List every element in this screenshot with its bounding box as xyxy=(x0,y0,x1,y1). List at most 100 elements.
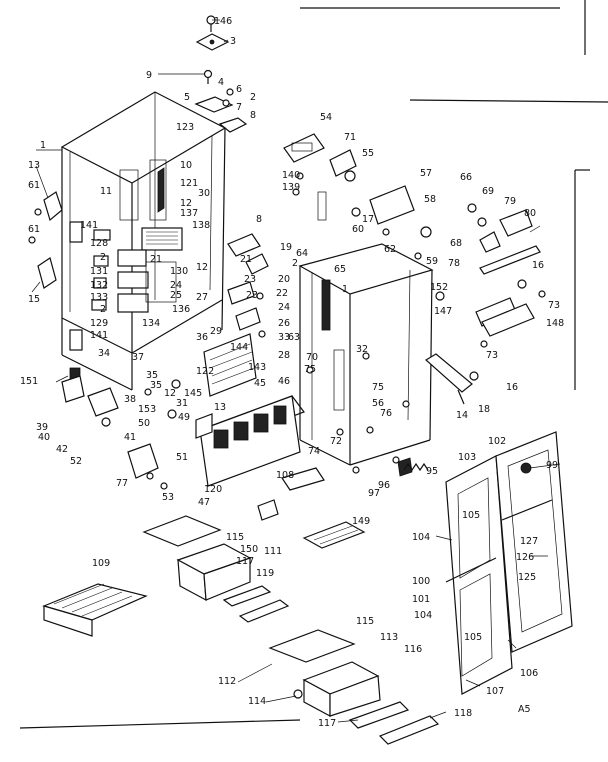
callout-label: 131 xyxy=(90,266,108,277)
callout-label: 2 xyxy=(292,258,298,269)
callout-label: 66 xyxy=(460,172,472,183)
callout-label: 73 xyxy=(548,300,560,311)
callout-label: 22 xyxy=(276,288,288,299)
callout-label: 62 xyxy=(384,244,396,255)
callout-label: 121 xyxy=(180,178,198,189)
callout-label: 132 xyxy=(90,280,108,291)
callout-label: 16 xyxy=(506,382,518,393)
door-gasket-assembly xyxy=(445,431,573,695)
callout-label: 18 xyxy=(478,404,490,415)
callout-label: 2 xyxy=(250,92,256,103)
callout-label: 61 xyxy=(28,180,40,191)
callout-label: 148 xyxy=(546,318,564,329)
top-hardware xyxy=(194,15,248,133)
callout-label: 153 xyxy=(138,404,156,415)
callout-label: 10 xyxy=(180,160,192,171)
callout-label: 106 xyxy=(520,668,538,679)
control-housing-parts xyxy=(435,203,546,348)
callout-label: 46 xyxy=(278,376,290,387)
callout-label: 54 xyxy=(320,112,332,123)
callout-label: 71 xyxy=(344,132,356,143)
callout-label: 52 xyxy=(70,456,82,467)
callout-label: 134 xyxy=(142,318,160,329)
callout-label: 35 xyxy=(150,380,162,391)
leader-lines xyxy=(31,19,561,723)
callout-label: 79 xyxy=(504,196,516,207)
callout-label: 50 xyxy=(138,418,150,429)
callout-label: 11 xyxy=(100,186,112,197)
callout-label: 95 xyxy=(426,466,438,477)
callout-label: 19 xyxy=(280,242,292,253)
callout-label: 127 xyxy=(520,536,538,547)
callout-label: 141 xyxy=(90,330,108,341)
callout-label: 150 xyxy=(240,544,258,555)
callout-label: 30 xyxy=(198,188,210,199)
callout-label: 72 xyxy=(330,436,342,447)
callout-label: 111 xyxy=(264,546,282,557)
callout-label: 2 xyxy=(100,252,106,263)
callout-label: 99 xyxy=(546,460,558,471)
callout-label: 97 xyxy=(368,488,380,499)
callout-label: 75 xyxy=(372,382,384,393)
callout-label: 126 xyxy=(516,552,534,563)
callout-label: 101 xyxy=(412,594,430,605)
callout-label: 24 xyxy=(170,280,182,291)
callout-label: 57 xyxy=(420,168,432,179)
callout-label: 103 xyxy=(458,452,476,463)
callout-label: 25 xyxy=(170,290,182,301)
callout-label: 105 xyxy=(462,510,480,521)
callout-label: 118 xyxy=(454,708,472,719)
callout-label: 147 xyxy=(434,306,452,317)
callout-label: 104 xyxy=(412,532,430,543)
callout-label: 56 xyxy=(372,398,384,409)
callout-label: 8 xyxy=(250,110,256,121)
callout-label: 149 xyxy=(352,516,370,527)
callout-label: 122 xyxy=(196,366,214,377)
callout-label: 5 xyxy=(184,92,190,103)
callout-label: 108 xyxy=(276,470,294,481)
callout-label: 17 xyxy=(362,214,374,225)
callout-label: 69 xyxy=(482,186,494,197)
callout-label: 60 xyxy=(352,224,364,235)
evaporator-parts xyxy=(283,133,432,260)
callout-label: 61 xyxy=(28,224,40,235)
left-hinge-brackets xyxy=(28,191,168,490)
callout-label: 107 xyxy=(486,686,504,697)
callout-label: 64 xyxy=(296,248,308,259)
callout-label: 9 xyxy=(146,70,152,81)
callout-label: 47 xyxy=(198,497,210,508)
callout-label: 75 xyxy=(304,364,316,375)
callout-label: 70 xyxy=(306,352,318,363)
callout-label: 74 xyxy=(308,446,320,457)
callout-label: 34 xyxy=(98,348,110,359)
callout-label: 113 xyxy=(380,632,398,643)
callout-label: 80 xyxy=(524,208,536,219)
callout-label: 2 xyxy=(100,304,106,315)
callout-label: 144 xyxy=(230,342,248,353)
callout-label: 119 xyxy=(256,568,274,579)
callout-label: 123 xyxy=(176,122,194,133)
callout-label: 63 xyxy=(288,332,300,343)
callout-label: 102 xyxy=(488,436,506,447)
callout-label: 115 xyxy=(226,532,244,543)
callout-label: 23 xyxy=(244,274,256,285)
callout-label: 29 xyxy=(210,326,222,337)
callout-label: 20 xyxy=(278,274,290,285)
callout-label: 55 xyxy=(362,148,374,159)
callout-label: 1 xyxy=(40,140,46,151)
callout-label: 1 xyxy=(342,284,348,295)
callout-label: 26 xyxy=(278,318,290,329)
callout-label: 109 xyxy=(92,558,110,569)
callout-label: 23 xyxy=(246,290,258,301)
callout-label: 42 xyxy=(56,444,68,455)
callout-label: 152 xyxy=(430,282,448,293)
callout-label: 35 xyxy=(146,370,158,381)
callout-label: 59 xyxy=(426,256,438,267)
callout-label: 7 xyxy=(236,102,242,113)
callout-label: 32 xyxy=(356,344,368,355)
callout-label: 27 xyxy=(196,292,208,303)
callout-label: 140 xyxy=(282,170,300,181)
callout-label: 139 xyxy=(282,182,300,193)
